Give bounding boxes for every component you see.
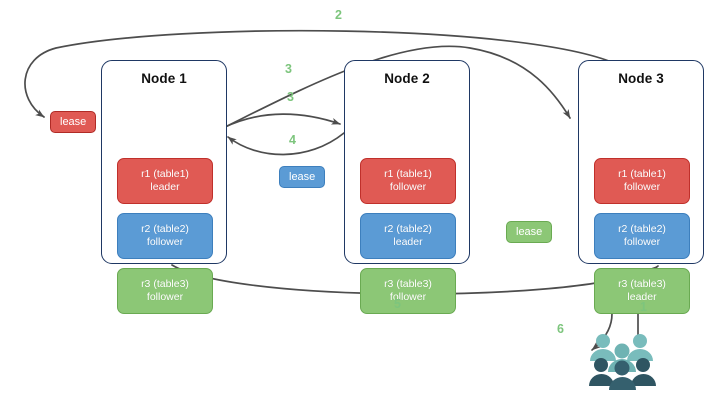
node-1-replica-r3-line2: follower <box>146 291 184 303</box>
node-1-replica-r3[interactable]: r3 (table3) follower <box>117 268 213 314</box>
node-3-replica-r1[interactable]: r1 (table1) follower <box>594 158 690 204</box>
arrow-step-3-node2 <box>220 113 341 130</box>
node-1-replica-r2[interactable]: r2 (table2) follower <box>117 213 213 259</box>
node-3-replica-r2[interactable]: r2 (table2) follower <box>594 213 690 259</box>
step-label-5: 5 <box>394 297 401 311</box>
node-2-replica-r2-line1: r2 (table2) <box>384 222 432 235</box>
step-label-6: 6 <box>557 322 564 336</box>
step-label-3-node3: 3 <box>285 62 292 76</box>
node-3-title: Node 3 <box>618 71 664 86</box>
node-2[interactable]: Node 2 r1 (table1) follower r2 (table2) … <box>344 60 470 314</box>
node-2-replica-r1-line1: r1 (table1) <box>384 167 432 180</box>
node-1-replica-r2-line2: follower <box>146 236 184 248</box>
node-1-replica-r3-line1: r3 (table3) <box>141 277 189 290</box>
lease-r1[interactable]: lease <box>50 111 97 133</box>
node-1-replica-r1[interactable]: r1 (table1) leader <box>117 158 213 204</box>
node-2-replica-r3-line1: r3 (table3) <box>384 277 432 290</box>
node-3-replica-r2-line1: r2 (table2) <box>618 222 666 235</box>
node-2-title: Node 2 <box>384 71 430 86</box>
arrow-step-3-node3 <box>220 45 571 130</box>
node-2-replica-r2-line2: leader <box>393 236 423 248</box>
node-2-replica-r3[interactable]: r3 (table3) follower <box>360 268 456 314</box>
node-3-replica-r2-line2: follower <box>623 236 661 248</box>
arrow-step-4 <box>227 132 345 156</box>
lease-r3[interactable]: lease <box>506 221 553 243</box>
step-label-4: 4 <box>289 133 296 147</box>
step-label-3-node2: 3 <box>287 90 294 104</box>
node-3-replica-r1-line1: r1 (table1) <box>618 167 666 180</box>
node-1[interactable]: Node 1 r1 (table1) leader r2 (table2) fo… <box>101 60 227 314</box>
clients-icon <box>589 334 656 390</box>
node-1-replica-r1-line2: leader <box>150 181 180 193</box>
node-1-replica-r2-line1: r2 (table2) <box>141 222 189 235</box>
node-2-replica-r3-line2: follower <box>389 291 427 303</box>
node-3-replica-r3[interactable]: r3 (table3) leader <box>594 268 690 314</box>
step-label-2: 2 <box>335 8 342 22</box>
node-2-replica-r2[interactable]: r2 (table2) leader <box>360 213 456 259</box>
step-label-1: 1 <box>640 300 647 314</box>
node-3-replica-r3-line1: r3 (table3) <box>618 277 666 290</box>
node-2-replica-r1[interactable]: r1 (table1) follower <box>360 158 456 204</box>
node-1-replica-r1-line1: r1 (table1) <box>141 167 189 180</box>
lease-r2[interactable]: lease <box>279 166 326 188</box>
node-3-replica-r1-line2: follower <box>623 181 661 193</box>
arrow-step-2 <box>24 29 615 118</box>
node-1-title: Node 1 <box>141 71 187 86</box>
node-3[interactable]: Node 3 r1 (table1) follower r2 (table2) … <box>578 60 704 314</box>
node-2-replica-r1-line2: follower <box>389 181 427 193</box>
node-3-replica-r3-line2: leader <box>627 291 657 303</box>
